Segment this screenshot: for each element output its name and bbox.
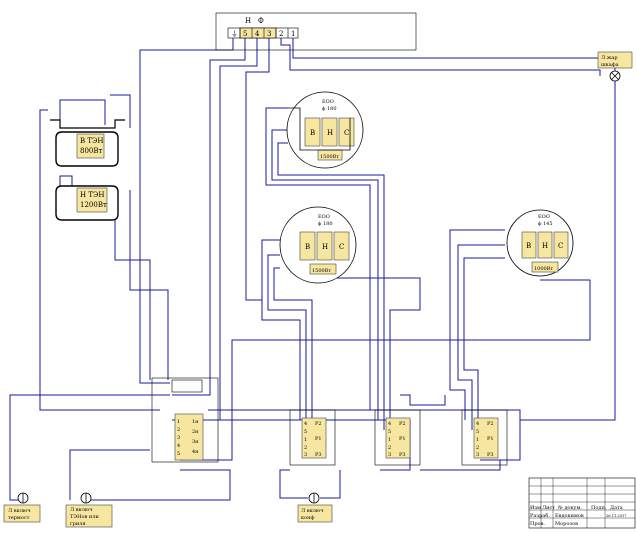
oven-switch-pin-5: 5 bbox=[177, 451, 180, 457]
burner-switch-1-pin-2: 2 bbox=[304, 445, 307, 451]
lamp-cabinet-label-2: шкафа bbox=[601, 61, 619, 68]
burner-switch-2-pin-p3: Р3 bbox=[399, 452, 406, 458]
lamp-tens-label-2: ТЭНов или bbox=[70, 514, 99, 520]
burner-top-dia: ϕ 180 bbox=[322, 106, 337, 112]
burner-middle-elem-b: В bbox=[305, 243, 310, 251]
burner-top-elem-c: С bbox=[344, 129, 349, 137]
title-header-sign: Подп. bbox=[591, 505, 607, 511]
terminal-cell-2: 2 bbox=[279, 30, 283, 38]
burner-switch-1-pin-4: 4 bbox=[304, 421, 307, 427]
terminal-cell-4: 4 bbox=[255, 30, 260, 38]
title-row-1-date: 26.11.2017 bbox=[606, 514, 627, 518]
lamp-tens-label-1: Л включ bbox=[70, 507, 93, 513]
oven-switch: 1 2 3 4 5 1н 2н 3н 4н bbox=[151, 377, 219, 463]
heater-top-power: 800Вт bbox=[80, 147, 103, 155]
burner-middle-elem-c: С bbox=[339, 243, 344, 251]
burner-switch-2-pin-3: 3 bbox=[388, 452, 391, 458]
burner-switch-3-pin-p3: Р3 bbox=[487, 452, 494, 458]
title-block: Изм Лист № докум. Подп. Дата Разраб. Евд… bbox=[528, 477, 636, 529]
burner-right-elem-c: С bbox=[558, 242, 563, 250]
burner-switch-2-pin-1: 1 bbox=[388, 437, 391, 443]
burner-middle-elem-n: Н bbox=[322, 243, 328, 251]
burner-switch-3-pin-1: 1 bbox=[476, 437, 479, 443]
burner-switch-2-pin-p1: Р1 bbox=[399, 436, 406, 442]
heater-bottom-power: 1200Вт bbox=[80, 201, 107, 209]
lamp-thermostat-label-1: Л включ bbox=[8, 508, 31, 514]
terminal-cell-5: 5 bbox=[243, 30, 247, 38]
lamp-tens-grill: Л включ ТЭНов или гриля bbox=[65, 492, 113, 528]
lamp-burner-label-2: конф bbox=[301, 514, 314, 521]
burner-middle-dia: ϕ 180 bbox=[318, 221, 333, 227]
burner-right-dia: ϕ 145 bbox=[538, 221, 553, 227]
burner-top-elem-b: В bbox=[310, 129, 315, 137]
title-header-list: Лист bbox=[542, 505, 555, 511]
burner-switch-2-pin-5: 5 bbox=[388, 429, 391, 435]
oven-switch-pin-4: 4 bbox=[177, 443, 180, 449]
terminal-header-n: Н bbox=[245, 17, 251, 25]
burner-right-elem-b: В bbox=[526, 242, 531, 250]
burner-switch-1-pin-1: 1 bbox=[304, 437, 307, 443]
burner-top: ЕОО ϕ 180 В Н С 1500Вт bbox=[286, 91, 364, 169]
heater-bottom: Н ТЭН 1200Вт bbox=[55, 185, 119, 221]
burner-switch-1: 4 5 1 2 3 Р2 Р1 Р3 bbox=[289, 409, 336, 466]
lamp-burner-label-1: Л включ bbox=[301, 508, 324, 514]
burner-switch-1-pin-5: 5 bbox=[304, 429, 307, 435]
lamp-thermostat-label-2: термост bbox=[8, 515, 30, 521]
heater-top-name: В ТЭН bbox=[80, 137, 104, 145]
burner-switch-1-pin-3: 3 bbox=[304, 452, 307, 458]
burner-middle-code: ЕОО bbox=[318, 214, 330, 220]
lamp-thermostat: Л включ термост bbox=[3, 492, 41, 523]
burner-top-code: ЕОО bbox=[322, 99, 334, 105]
oven-switch-pin-3: 3 bbox=[177, 435, 180, 441]
oven-switch-pin-2n: 2н bbox=[192, 429, 199, 435]
oven-switch-pin-1: 1 bbox=[177, 419, 180, 425]
terminal-cell-3: 3 bbox=[267, 30, 271, 38]
title-row-2-role: Пров. bbox=[530, 521, 545, 527]
title-header-date: Дата bbox=[610, 505, 623, 511]
lamp-cabinet-label-1: Л жар bbox=[601, 55, 618, 61]
title-header-doc: № докум. bbox=[558, 505, 582, 511]
title-row-2-name: Морозов bbox=[555, 521, 578, 527]
heater-bottom-name: Н ТЭН bbox=[80, 191, 104, 199]
burner-top-elem-n: Н bbox=[327, 129, 333, 137]
burner-switch-2-pin-2: 2 bbox=[388, 445, 391, 451]
lamp-tens-label-3: гриля bbox=[70, 521, 85, 527]
burner-switch-3-pin-p1: Р1 bbox=[487, 436, 494, 442]
title-row-1-name: Евдокимов bbox=[555, 513, 584, 519]
terminal-block: Н Ф ⏚ 5 4 3 2 1 bbox=[215, 12, 417, 51]
burner-switch-2-pin-4: 4 bbox=[388, 421, 391, 427]
burner-right-elem-n: Н bbox=[542, 242, 548, 250]
burner-right-power: 1000Вт bbox=[534, 266, 553, 272]
burner-switch-2-pin-p2: Р2 bbox=[399, 421, 406, 427]
burner-switch-3-pin-4: 4 bbox=[476, 421, 479, 427]
lamp-cabinet: Л жар шкафа bbox=[597, 51, 633, 82]
burner-switch-1-pin-p3: Р3 bbox=[315, 452, 322, 458]
burner-switch-3-pin-2: 2 bbox=[476, 445, 479, 451]
burner-middle: ЕОО ϕ 180 В Н С 1500Вт bbox=[279, 206, 357, 284]
terminal-ground-icon: ⏚ bbox=[231, 30, 238, 38]
burner-switch-3: 4 5 1 2 3 Р2 Р1 Р3 bbox=[461, 409, 508, 466]
heater-top: В ТЭН 800Вт bbox=[50, 119, 125, 167]
burner-switch-1-pin-p2: Р2 bbox=[315, 421, 322, 427]
burner-top-power: 1500Вт bbox=[320, 154, 339, 160]
oven-switch-pin-3n: 3н bbox=[192, 439, 199, 445]
burner-switch-3-pin-3: 3 bbox=[476, 452, 479, 458]
burner-right-code: ЕОО bbox=[538, 214, 550, 220]
burner-switch-1-pin-p1: Р1 bbox=[315, 436, 322, 442]
title-row-1-role: Разраб. bbox=[530, 512, 550, 519]
title-header-izm: Изм bbox=[530, 505, 541, 511]
terminal-cell-1: 1 bbox=[291, 30, 295, 38]
burner-switch-3-pin-5: 5 bbox=[476, 429, 479, 435]
burner-right: ЕОО ϕ 145 В Н С 1000Вт bbox=[506, 209, 574, 277]
oven-switch-pin-1n: 1н bbox=[192, 419, 199, 425]
burner-switch-3-pin-p2: Р2 bbox=[487, 421, 494, 427]
burner-switch-2: 4 5 1 2 3 Р2 Р1 Р3 bbox=[374, 409, 421, 466]
oven-switch-pin-4n: 4н bbox=[192, 449, 199, 455]
burner-middle-power: 1500Вт bbox=[312, 268, 331, 274]
oven-switch-pin-2: 2 bbox=[177, 427, 180, 433]
terminal-header-f: Ф bbox=[258, 17, 264, 25]
lamp-burner: Л включ конф bbox=[297, 492, 333, 523]
